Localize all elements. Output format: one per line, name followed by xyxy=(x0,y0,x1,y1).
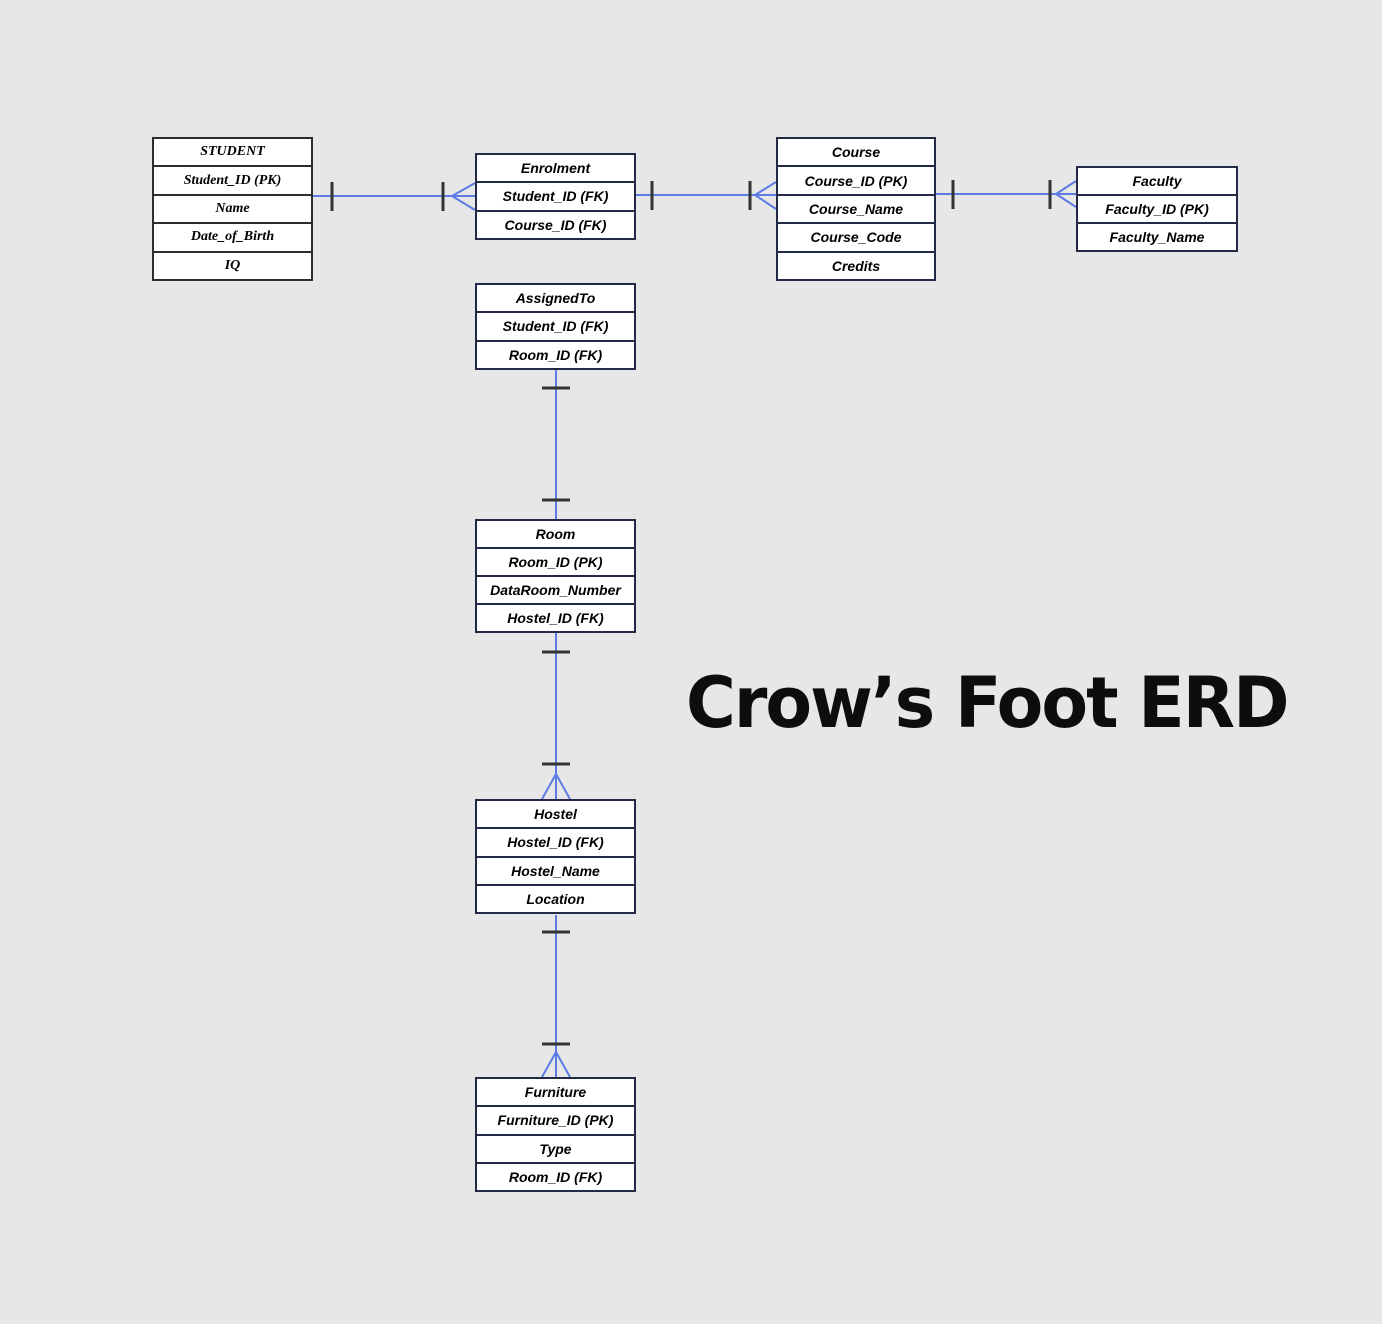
entity-assignedto-attribute: Student_ID (FK) xyxy=(477,311,634,340)
entity-furniture-attribute: Room_ID (FK) xyxy=(477,1161,634,1190)
diagram-title: Crow’s Foot ERD xyxy=(686,662,1289,744)
connector-room-hostel xyxy=(541,633,571,800)
entity-student-attribute: Date_of_Birth xyxy=(154,222,311,251)
entity-student-attribute: IQ xyxy=(154,250,311,280)
connector-assignedto-room xyxy=(542,370,570,519)
entity-furniture-attribute: Furniture_ID (PK) xyxy=(477,1105,634,1134)
entity-enrolment-title: Enrolment xyxy=(477,155,634,182)
entity-room-title: Room xyxy=(477,521,634,547)
entity-hostel[interactable]: Hostel Hostel_ID (FK) Hostel_Name Locati… xyxy=(475,799,636,914)
entity-hostel-attribute: Location xyxy=(477,883,634,912)
connector-hostel-furniture xyxy=(541,915,571,1078)
entity-faculty-title: Faculty xyxy=(1078,168,1236,194)
entity-furniture-title: Furniture xyxy=(477,1079,634,1106)
entity-room-attribute: DataRoom_Number xyxy=(477,575,634,603)
entity-room-attribute: Room_ID (PK) xyxy=(477,547,634,575)
connector-course-faculty xyxy=(936,180,1077,209)
entity-assignedto[interactable]: AssignedTo Student_ID (FK) Room_ID (FK) xyxy=(475,283,636,370)
entity-course[interactable]: Course Course_ID (PK) Course_Name Course… xyxy=(776,137,936,281)
connector-enrolment-course xyxy=(636,181,777,210)
entity-room[interactable]: Room Room_ID (PK) DataRoom_Number Hostel… xyxy=(475,519,636,633)
entity-course-attribute: Course_Name xyxy=(778,193,934,223)
entity-course-attribute: Credits xyxy=(778,250,934,280)
entity-course-attribute: Course_ID (PK) xyxy=(778,165,934,194)
entity-student-attribute: Student_ID (PK) xyxy=(154,165,311,194)
entity-furniture-attribute: Type xyxy=(477,1133,634,1162)
entity-hostel-attribute: Hostel_Name xyxy=(477,855,634,884)
entity-furniture[interactable]: Furniture Furniture_ID (PK) Type Room_ID… xyxy=(475,1077,636,1192)
entity-assignedto-attribute: Room_ID (FK) xyxy=(477,339,634,368)
connector-student-enrolment xyxy=(313,182,476,211)
entity-hostel-title: Hostel xyxy=(477,801,634,828)
entity-course-attribute: Course_Code xyxy=(778,222,934,251)
entity-student-attribute: Name xyxy=(154,193,311,223)
entity-hostel-attribute: Hostel_ID (FK) xyxy=(477,827,634,856)
entity-course-title: Course xyxy=(778,139,934,166)
entity-enrolment-attribute: Student_ID (FK) xyxy=(477,181,634,210)
entity-student-title: STUDENT xyxy=(154,139,311,166)
entity-faculty-attribute: Faculty_ID (PK) xyxy=(1078,194,1236,222)
entity-room-attribute: Hostel_ID (FK) xyxy=(477,603,634,631)
entity-enrolment-attribute: Course_ID (FK) xyxy=(477,209,634,238)
entity-assignedto-title: AssignedTo xyxy=(477,285,634,312)
entity-student[interactable]: STUDENT Student_ID (PK) Name Date_of_Bir… xyxy=(152,137,313,281)
entity-faculty-attribute: Faculty_Name xyxy=(1078,222,1236,250)
entity-enrolment[interactable]: Enrolment Student_ID (FK) Course_ID (FK) xyxy=(475,153,636,240)
entity-faculty[interactable]: Faculty Faculty_ID (PK) Faculty_Name xyxy=(1076,166,1238,252)
